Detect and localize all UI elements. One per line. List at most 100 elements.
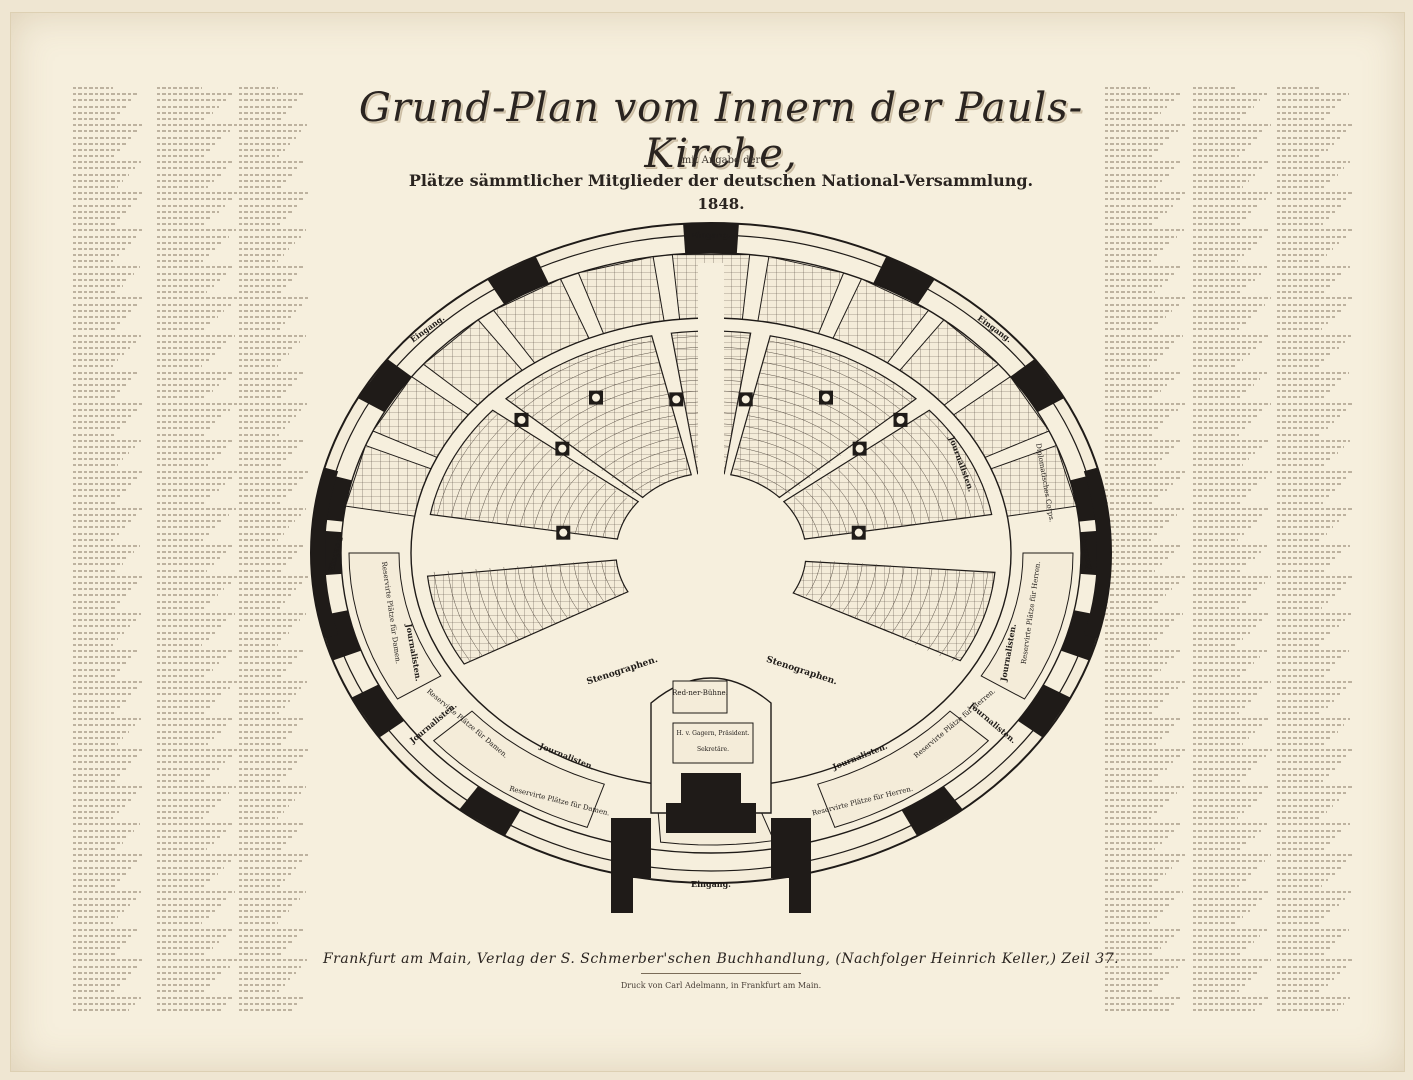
seat-row [757, 383, 871, 433]
member-list-entry [239, 285, 288, 287]
member-list-entry [157, 167, 228, 170]
member-list-entry [73, 934, 134, 937]
member-list-entry [157, 959, 237, 962]
member-list-entry [157, 489, 219, 492]
member-list-entry [1193, 247, 1251, 250]
member-list-entry [157, 297, 238, 300]
member-list-entry [1105, 835, 1169, 838]
member-list-entry [1277, 105, 1337, 108]
seat-row [915, 569, 947, 646]
member-list-entry [157, 452, 221, 455]
member-list-entry [73, 291, 117, 294]
seat-row [891, 434, 944, 522]
member-list-entry [1193, 662, 1254, 665]
member-list-entry [157, 817, 203, 820]
member-list-entry [1277, 922, 1320, 925]
member-list-entry [1193, 408, 1265, 411]
member-list-entry [1277, 711, 1322, 714]
member-list-entry [73, 755, 139, 758]
seat-row [902, 427, 958, 520]
member-list-entry [1105, 687, 1178, 690]
member-list-entry [1193, 278, 1255, 281]
member-list-entry [1277, 656, 1343, 659]
member-list-entry [157, 860, 231, 863]
member-list-entry [1105, 136, 1172, 139]
member-list-entry [1105, 272, 1175, 275]
member-list-entry [239, 551, 299, 554]
member-list-entry [239, 563, 288, 566]
member-list-entry [239, 792, 301, 795]
member-list-entry [1277, 693, 1341, 696]
member-list-entry [1277, 155, 1322, 158]
member-list-entry [239, 656, 298, 659]
member-list-entry [73, 643, 113, 646]
member-list-entry [73, 631, 125, 634]
member-list-entry [1105, 643, 1151, 646]
member-list-entry [73, 495, 122, 498]
member-list-entry [73, 470, 145, 473]
member-list-entry [157, 433, 204, 436]
member-list-entry [1193, 241, 1257, 244]
member-list-entry [157, 835, 221, 838]
member-list-entry [157, 322, 212, 325]
member-list-entry [239, 984, 285, 987]
member-list-entry [239, 742, 283, 745]
member-list-entry [1277, 334, 1352, 337]
member-list-entry [239, 798, 295, 801]
member-list-entry [157, 204, 226, 207]
member-list-entry [1277, 315, 1335, 318]
member-list-entry [1105, 848, 1156, 851]
member-list-entry [239, 724, 300, 727]
member-list-entry [1105, 730, 1169, 733]
seat-row [748, 415, 841, 456]
member-list-entry [1105, 470, 1187, 473]
member-list-entry [1105, 699, 1165, 702]
member-list-entry [1277, 798, 1340, 801]
member-list-entry [1105, 229, 1184, 232]
member-list-entry [73, 334, 142, 337]
seat-row [531, 565, 556, 624]
member-list-entry [239, 891, 306, 894]
entrance-label-bottom: Eingang. [691, 879, 731, 889]
seat-row [505, 448, 552, 525]
member-list-entry [1105, 186, 1156, 188]
member-list-entry [157, 879, 212, 881]
member-list-entry [1277, 278, 1338, 281]
seat-row [450, 420, 509, 518]
member-list-entry [157, 761, 226, 764]
member-list-entry [73, 371, 140, 374]
member-list-entry [1105, 934, 1174, 937]
member-list-entry [157, 705, 211, 708]
member-list-entry [1193, 111, 1248, 114]
member-list-entry [1277, 965, 1347, 968]
member-list-entry [1105, 464, 1156, 467]
seat-row [533, 462, 574, 529]
member-list-entry [1277, 340, 1345, 343]
seat-row [736, 458, 801, 487]
member-list-entry [157, 619, 229, 622]
member-list-entry [1105, 693, 1172, 696]
member-list-entry [1277, 730, 1338, 733]
wall-pillar [351, 684, 405, 738]
member-list-entry [1193, 179, 1249, 182]
member-list-entry [157, 291, 208, 294]
member-list-entry [1277, 860, 1348, 863]
member-list-entry [1193, 563, 1249, 566]
member-list-entry [157, 223, 206, 226]
member-list-entry [239, 693, 296, 696]
member-list-entry [239, 786, 307, 789]
member-list-entry [157, 916, 209, 919]
member-list-entry [1105, 384, 1168, 386]
member-list-entry [1105, 198, 1180, 201]
member-list-entry [73, 452, 130, 455]
member-list-entry [1277, 866, 1341, 869]
member-list-entry [1105, 588, 1173, 591]
member-list-entry [157, 353, 216, 356]
member-list-entry [1193, 414, 1258, 417]
member-list-entry [1193, 761, 1260, 764]
member-list-entry [73, 544, 140, 547]
member-list-entry [157, 681, 237, 683]
member-list-entry [157, 798, 223, 801]
member-list-entry [73, 421, 126, 424]
member-list-entry [1277, 780, 1324, 782]
